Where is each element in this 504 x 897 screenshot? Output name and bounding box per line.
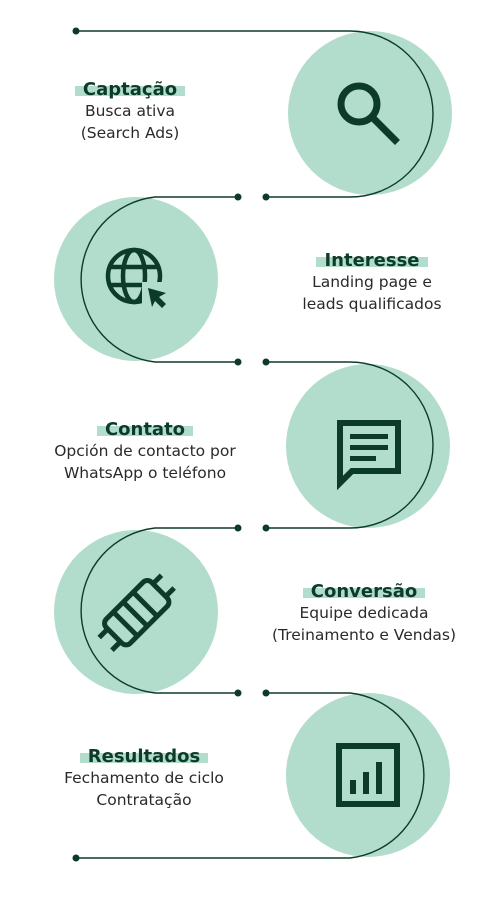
step-title: Contato [96, 420, 194, 440]
step-description-line: WhatsApp o teléfono [63, 464, 227, 482]
step-description-line: Fechamento de ciclo [64, 769, 224, 787]
connector-dot [72, 27, 80, 35]
connector-dot [262, 193, 270, 201]
connector-line-4 [80, 527, 238, 694]
step-description-line: leads qualificados [302, 295, 442, 313]
step-description-line: Landing page e [312, 273, 432, 291]
step-label-4: Conversão Equipe dedicada (Treinamento e… [254, 582, 474, 646]
connector-dot [72, 854, 80, 862]
step-label-1: Captação Busca ativa (Search Ads) [40, 80, 220, 144]
step-circle-2 [54, 197, 218, 361]
connector-line-3 [266, 361, 434, 529]
connector-dot [234, 689, 242, 697]
connector-dot [234, 358, 242, 366]
chat-icon [337, 420, 401, 491]
step-label-5: Resultados Fechamento de ciclo Contrataç… [34, 747, 254, 811]
step-description-line: Busca ativa [84, 102, 176, 120]
step-label-2: Interesse Landing page e leads qualifica… [272, 251, 472, 315]
bar-chart-icon [336, 743, 400, 807]
connector-dot [234, 524, 242, 532]
connector-dot [262, 524, 270, 532]
step-description-line: Equipe dedicada [299, 604, 429, 622]
step-circle-1 [288, 31, 452, 195]
connector-line-2 [80, 196, 238, 363]
step-description-line: Opción de contacto por [54, 442, 236, 460]
step-description-line: Contratação [96, 791, 192, 809]
step-title: Captação [74, 80, 186, 100]
step-title: Conversão [302, 582, 426, 602]
step-description-line: (Treinamento e Vendas) [271, 626, 457, 644]
connector-dot [262, 689, 270, 697]
connector-dot [234, 193, 242, 201]
step-title: Interesse [316, 251, 428, 271]
step-label-3: Contato Opción de contacto por WhatsApp … [20, 420, 270, 484]
connector-dot [262, 358, 270, 366]
step-title: Resultados [79, 747, 209, 767]
step-description-line: (Search Ads) [80, 124, 180, 142]
handshake-icon [97, 573, 176, 652]
search-icon [337, 82, 400, 145]
globe-cursor-icon [105, 247, 168, 310]
connector-line-5 [76, 692, 425, 859]
connector-line-1 [76, 30, 434, 198]
